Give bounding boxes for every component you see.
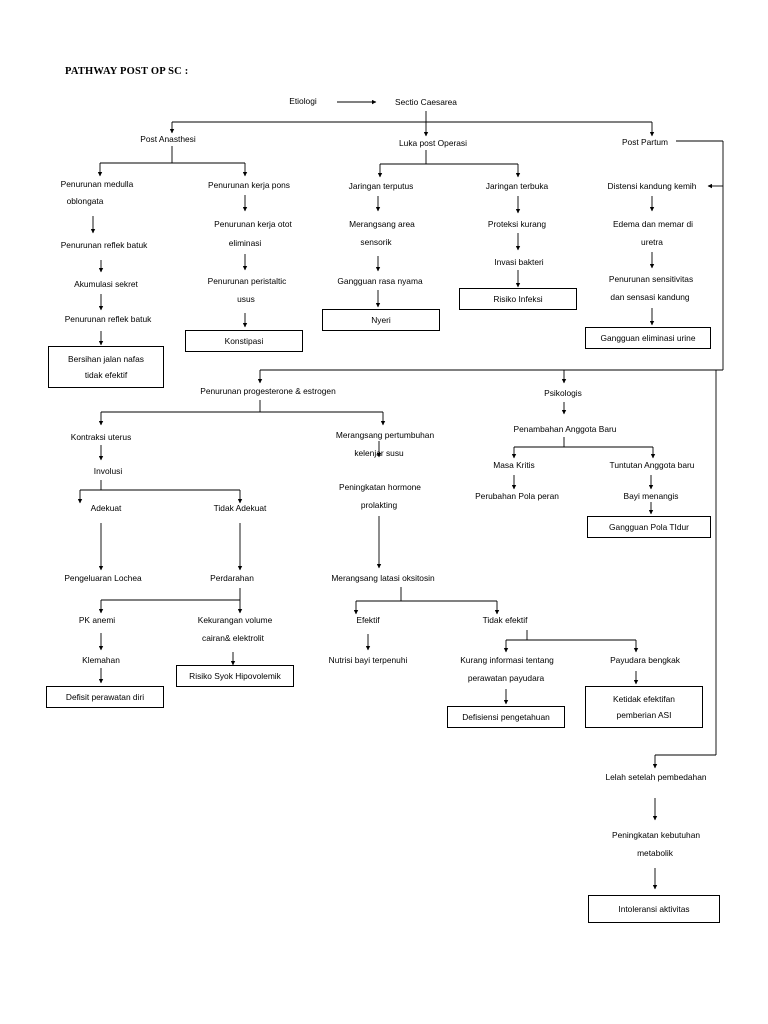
diagnosis-box-risiko-syok-hipovolemik: Risiko Syok Hipovolemik [176, 665, 294, 687]
node-perawatan-payudara: perawatan payudara [467, 673, 545, 683]
node-masa-kritis: Masa Kritis [493, 460, 535, 470]
node-metabolik: metabolik [637, 848, 673, 858]
node-sensorik: sensorik [360, 237, 392, 247]
diagnosis-box-gangguan-pola-tidur: Gangguan Pola TIdur [587, 516, 711, 538]
node-tidak-efektif: Tidak efektif [482, 615, 528, 625]
node-adekuat: Adekuat [90, 503, 122, 513]
node-kelenjar-susu: kelenjar susu [354, 448, 404, 458]
node-distensi-kandung-kemih: Distensi kandung kemih [607, 181, 697, 191]
node-cairan-elektrolit: cairan& elektrolit [202, 633, 264, 643]
node-penurunan-kerja-otot: Penurunan kerja otot [214, 219, 292, 229]
node-involusi: Involusi [93, 466, 123, 476]
node-usus: usus [237, 294, 255, 304]
node-lelah-setelah-pembedahan: Lelah setelah pembedahan [605, 772, 707, 782]
diagnosis-box-bersihan-jalan-nafas: Bersihan jalan nafas tidak efektif [48, 346, 164, 388]
node-edema-dan-memar: Edema dan memar di [612, 219, 694, 229]
node-klemahan: Klemahan [82, 655, 120, 665]
node-penurunan-sensitivitas: Penurunan sensitivitas [608, 274, 694, 284]
node-merangsang-area: Merangsang area [349, 219, 415, 229]
diagnosis-box-risiko-infeksi: Risiko Infeksi [459, 288, 577, 310]
node-post-anasthesi: Post Anasthesi [140, 134, 196, 144]
node-efektif: Efektif [356, 615, 380, 625]
diagnosis-label-line-2: tidak efektif [84, 370, 128, 380]
node-perubahan-pola-peran: Perubahan Pola peran [475, 491, 559, 501]
diagnosis-label-line-1: Bersihan jalan nafas [68, 354, 144, 364]
node-uretra: uretra [641, 237, 663, 247]
node-penurunan-medulla: Penurunan medulla [60, 179, 134, 189]
node-kekurangan-volume: Kekurangan volume [197, 615, 273, 625]
node-tidak-adekuat: Tidak Adekuat [213, 503, 267, 513]
node-jaringan-terputus: Jaringan terputus [348, 181, 414, 191]
node-akumulasi-sekret: Akumulasi sekret [74, 279, 138, 289]
node-tuntutan-anggota-baru: Tuntutan Anggota baru [609, 460, 695, 470]
node-penurunan-peristaltic: Penurunan peristaltic [207, 276, 287, 286]
node-etiologi: Etiologi [289, 96, 317, 106]
node-peningkatan-kebutuhan: Peningkatan kebutuhan [611, 830, 701, 840]
node-bayi-menangis: Bayi menangis [623, 491, 679, 501]
node-penurunan-reflek-batuk-2: Penurunan reflek batuk [64, 314, 152, 324]
node-psikologis: Psikologis [544, 388, 582, 398]
node-oblongata: oblongata [66, 196, 104, 206]
node-nutrisi-bayi-terpenuhi: Nutrisi bayi terpenuhi [328, 655, 408, 665]
node-gangguan-rasa-nyaman: Gangguan rasa nyama [337, 276, 423, 286]
node-pk-anemi: PK anemi [78, 615, 116, 625]
node-invasi-bakteri: Invasi bakteri [494, 257, 544, 267]
node-penurunan-progesterone-estrogen: Penurunan progesterone & estrogen [200, 386, 336, 396]
diagnosis-box-ketidak-efektifan-pemberian-asi: Ketidak efektifan pemberian ASI [585, 686, 703, 728]
node-merangsang-pertumbuhan: Merangsang pertumbuhan [335, 430, 435, 440]
node-peningkatan-hormone: Peningkatan hormone [339, 482, 421, 492]
diagnosis-box-nyeri: Nyeri [322, 309, 440, 331]
node-sensasi-kandung: dan sensasi kandung [610, 292, 690, 302]
node-penambahan-anggota-baru: Penambahan Anggota Baru [513, 424, 617, 434]
node-post-partum: Post Partum [621, 137, 669, 147]
diagnosis-box-intoleransi-aktivitas: Intoleransi aktivitas [588, 895, 720, 923]
node-prolakting: prolakting [360, 500, 398, 510]
node-proteksi-kurang: Proteksi kurang [487, 219, 547, 229]
node-luka-post-operasi: Luka post Operasi [399, 138, 467, 148]
node-kurang-informasi: Kurang informasi tentang [460, 655, 554, 665]
node-sectio-caesarea: Sectio Caesarea [395, 97, 457, 107]
node-kontraksi-uterus: Kontraksi uterus [70, 432, 132, 442]
node-jaringan-terbuka: Jaringan terbuka [485, 181, 549, 191]
diagnosis-box-defisit-perawatan-diri: Defisit perawatan diri [46, 686, 164, 708]
node-payudara-bengkak: Payudara bengkak [610, 655, 680, 665]
diagnosis-box-konstipasi: Konstipasi [185, 330, 303, 352]
diagnosis-label-line-1: Ketidak efektifan [613, 694, 675, 704]
node-merangsang-laktasi-oksitosin: Merangsang latasi oksitosin [331, 573, 435, 583]
node-penurunan-kerja-pons: Penurunan kerja pons [208, 180, 290, 190]
page-title: PATHWAY POST OP SC : [65, 66, 189, 77]
diagnosis-label-line-2: pemberian ASI [616, 710, 672, 720]
node-eliminasi: eliminasi [228, 238, 262, 248]
node-pengeluaran-lochea: Pengeluaran Lochea [64, 573, 142, 583]
diagnosis-box-defisiensi-pengetahuan: Defisiensi pengetahuan [447, 706, 565, 728]
node-penurunan-reflek-batuk-1: Penurunan reflek batuk [60, 240, 148, 250]
diagnosis-box-gangguan-eliminasi-urine: Gangguan eliminasi urine [585, 327, 711, 349]
node-perdarahan: Perdarahan [210, 573, 254, 583]
